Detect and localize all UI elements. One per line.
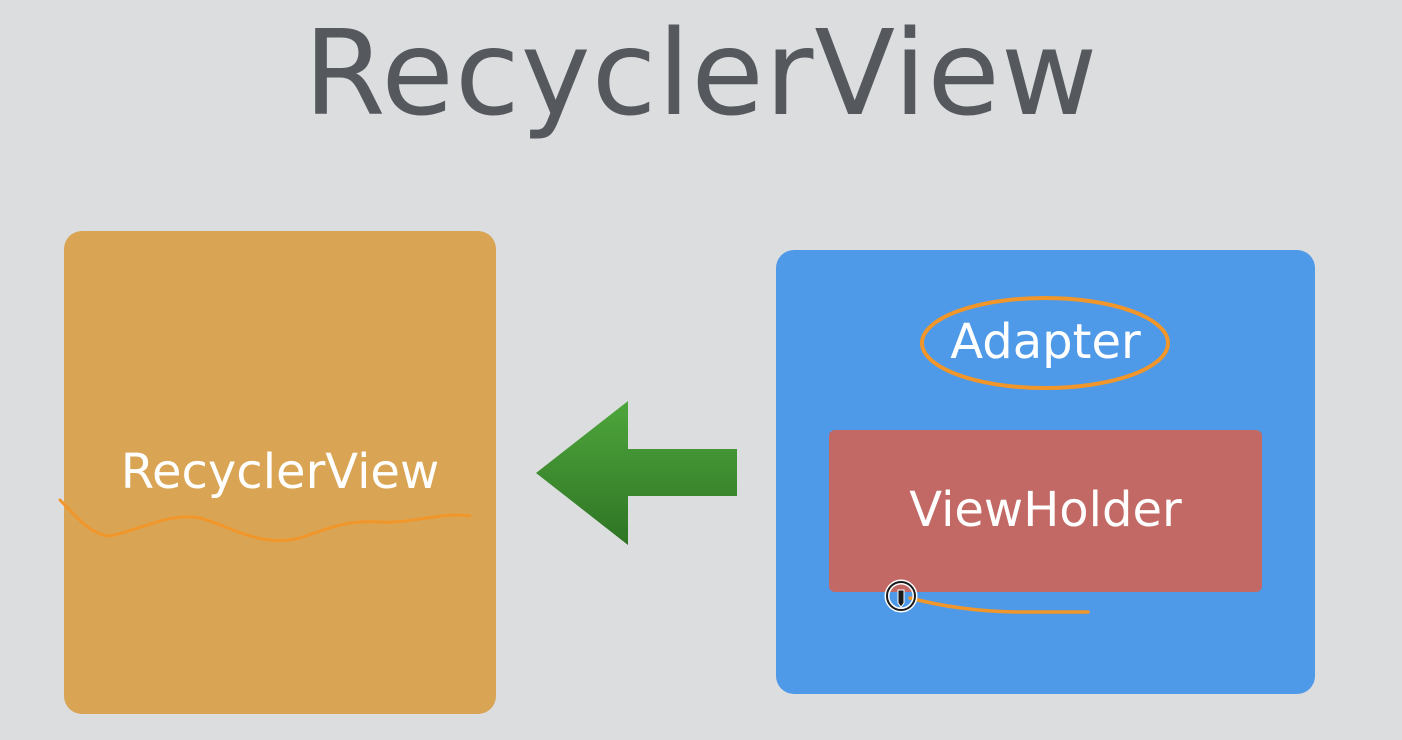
adapter-label: Adapter	[950, 314, 1141, 370]
arrow-left-icon	[536, 401, 737, 545]
adapter-box: Adapter ViewHolder	[776, 250, 1315, 694]
recycler-view-label: RecyclerView	[120, 444, 440, 500]
view-holder-label: ViewHolder	[909, 482, 1182, 538]
view-holder-box: ViewHolder	[829, 430, 1262, 592]
slide-title: RecyclerView	[303, 4, 1099, 142]
recycler-view-box: RecyclerView	[64, 231, 496, 714]
